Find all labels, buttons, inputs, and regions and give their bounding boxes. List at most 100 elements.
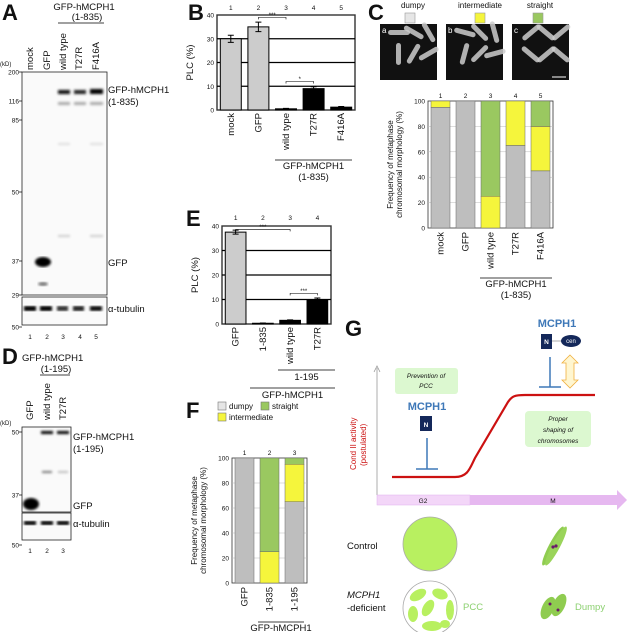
column-number: 2 [257,5,261,12]
phase-label: G2 [419,498,428,505]
bar [219,38,242,111]
error-bar [227,34,234,43]
legend-label: straight [527,1,554,10]
phase-label: M [550,498,555,505]
legend-swatch-dumpy [404,12,416,24]
subgroup-label: 1-195 [294,372,318,383]
significance-bracket [289,293,318,296]
x-tick-label: 1-195 [290,587,301,611]
marker-label: 116 [9,99,20,106]
note-text: Prevention of [407,373,446,380]
band-label: GFP [108,258,128,269]
lane-label: mock [25,47,36,70]
x-tick-label: mock [436,232,447,255]
chromosome-micrograph: a [380,22,439,80]
y-tick-label: 60 [222,506,230,513]
row-label: MCPH1 [347,590,380,601]
y-axis-label: (postulated) [359,423,368,466]
note-text: PCC [419,383,433,390]
lane-label: GFP [42,50,53,70]
y-tick-label: 30 [207,36,215,43]
bar-segment-dumpy [505,145,526,229]
x-tick-label: GFP [461,232,472,252]
row-label: Control [347,541,378,552]
panel-c-legend: dumpy intermediate straight [401,1,554,24]
kd-unit: (kD) [0,421,11,427]
lane-label: T27R [74,47,85,70]
control-chromosome [542,526,567,566]
note-text: chromosomes [538,438,580,445]
panel-label: C [368,0,384,25]
bar-segment-intermediate [530,126,551,172]
bar-segment-straight [259,457,280,552]
x-tick-label: F416A [536,231,547,260]
dumpy-label: Dumpy [575,602,605,613]
cen-domain [561,335,581,347]
y-tick-label: 20 [212,273,220,280]
y-tick-label: 20 [207,60,215,67]
significance-label: *** [259,225,267,231]
note-box [395,368,458,394]
kd-unit: (kD) [0,62,11,68]
significance-bracket [285,81,314,84]
y-tick-label: 40 [212,224,220,231]
construct-title: GFP-hMCPH1 [53,2,114,13]
legend-label: intermediate [458,1,503,10]
lane-label: GFP [25,400,36,420]
x-tick-label: T27R [511,232,522,255]
mcph1-label: MCPH1 [538,318,577,330]
column-number: 2 [261,215,265,222]
y-axis-label: Frequency of metaphasechromosomal morpho… [190,467,208,574]
panel-label: A [2,0,18,25]
double-arrow-icon [561,354,579,389]
dumpy-chromosome [540,593,567,620]
x-tick-label: GFP [231,327,242,347]
error-bar [338,105,345,109]
y-tick-label: 30 [212,248,220,255]
pcc-cell [402,580,458,632]
panel-label: B [188,0,204,25]
y-tick-label: 60 [418,149,426,156]
phase-m-arrow [470,490,627,510]
pcc-label: PCC [463,602,483,613]
y-tick-label: 0 [421,226,425,233]
x-tick-label: 1-835 [258,327,269,351]
y-axis-label: PLC (%) [185,45,196,81]
significance-label: *** [300,289,308,295]
bar-segment-dumpy [284,501,305,584]
y-axis-label: Frequency of metaphasechromosomal morpho… [386,111,404,218]
inhibition-icon [539,357,561,388]
marker-label: 50 [12,325,20,332]
bar-segment-dumpy [530,170,551,229]
construct-range: (1-835) [72,12,103,23]
lane-number: 1 [28,548,32,555]
chromosome-micrograph: b [446,21,506,80]
lane-number: 4 [78,334,82,341]
note-text: shaping of [543,427,574,434]
significance-bracket [258,17,287,20]
marker-label: 37 [12,493,20,500]
x-tick-label: 1-835 [265,587,276,611]
bar-segment-straight [530,100,551,127]
legend-label: intermediate [229,413,274,422]
legend-swatch-straight [260,401,270,411]
column-number: 1 [229,5,233,12]
image-label: c [514,26,518,35]
n-domain-box [541,334,552,349]
y-tick-label: 80 [222,481,230,488]
marker-label: 85 [12,118,20,125]
group-label: (1-835) [298,172,329,183]
x-tick-label: GFP [253,113,264,133]
band-label: GFP-hMCPH1 [73,432,134,443]
bar [247,26,270,111]
blot-tubulin [21,512,72,541]
y-tick-label: 20 [418,200,426,207]
legend-label: straight [272,402,299,411]
bar-segment-straight [480,100,501,197]
n-label: N [424,422,429,429]
mcph1-label: MCPH1 [408,401,447,413]
